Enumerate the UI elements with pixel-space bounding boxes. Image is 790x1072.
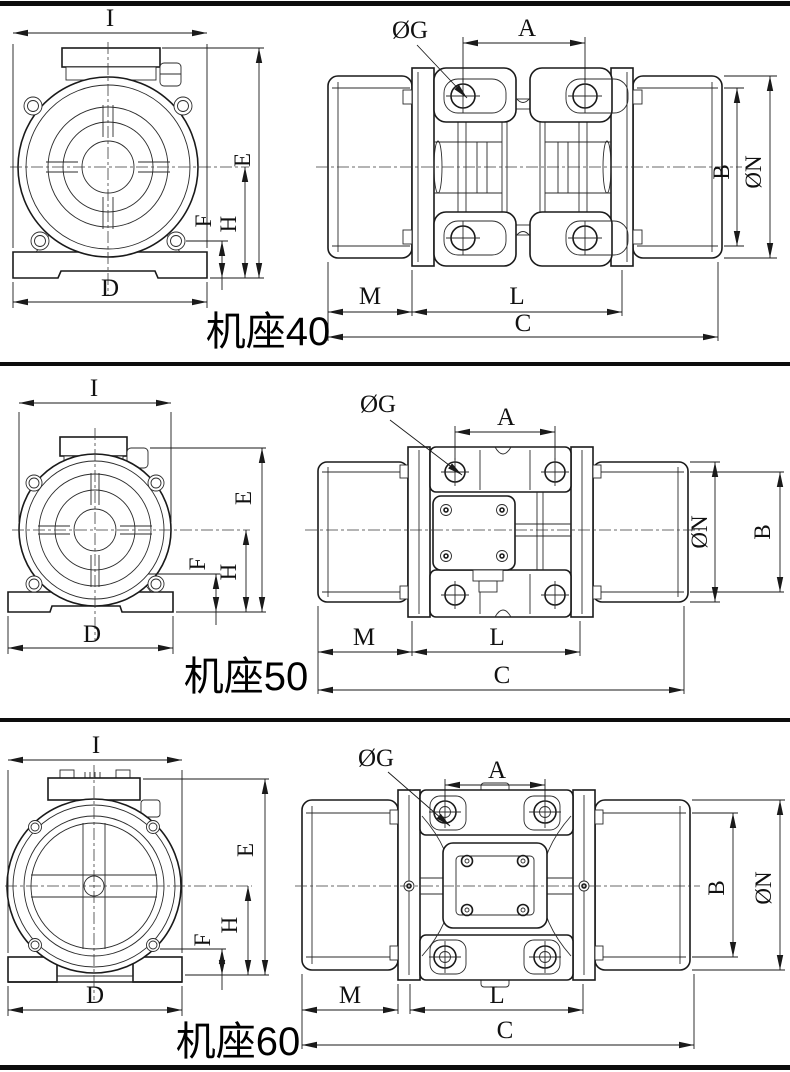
frame60-dim-M: M bbox=[339, 982, 361, 1009]
frame50-dim-N: ØN bbox=[687, 515, 712, 549]
frame60-dim-I: I bbox=[92, 732, 100, 759]
frame40-dim-H: H bbox=[216, 216, 241, 233]
frame50-dim-A: A bbox=[497, 404, 515, 431]
frame40-dim-N: ØN bbox=[741, 155, 766, 189]
frame40-top-dims: ØG A B ØN M L C bbox=[327, 15, 777, 341]
frame40-dim-M: M bbox=[359, 283, 381, 310]
frame60-dim-C: C bbox=[497, 1017, 514, 1044]
frame40-dim-F: F bbox=[191, 215, 216, 228]
frame60-dim-D: D bbox=[86, 982, 104, 1009]
frame60-front-dims: I D E H F bbox=[7, 732, 269, 1016]
frame60-dim-G: ØG bbox=[358, 745, 394, 772]
frame50-dim-E: E bbox=[231, 491, 256, 505]
frame50-top-view bbox=[305, 446, 700, 618]
top-rule bbox=[0, 1, 790, 6]
frame60-dim-F: F bbox=[190, 934, 215, 947]
frame50-spokes bbox=[38, 473, 152, 587]
section-frame50: I D E H F bbox=[7, 375, 784, 699]
frame40-front-dims: I D E H F bbox=[12, 5, 264, 308]
frame50-plate-bolts bbox=[440, 504, 508, 562]
frame60-dim-H: H bbox=[217, 917, 242, 934]
frame50-caption: 机座50 bbox=[184, 655, 309, 699]
section-frame40: I D E H F bbox=[10, 5, 777, 354]
frame50-top-dims: ØG A ØN B M L C bbox=[317, 391, 784, 694]
frame50-front-dims: I D E H F bbox=[7, 375, 266, 654]
frame50-dim-H: H bbox=[216, 564, 241, 581]
separator-rule-2 bbox=[0, 718, 790, 722]
frame50-dim-C: C bbox=[494, 662, 511, 689]
frame40-spokes bbox=[46, 105, 170, 229]
bottom-rule bbox=[0, 1065, 790, 1070]
frame60-front-view bbox=[5, 765, 252, 1000]
frame60-caption: 机座60 bbox=[176, 1020, 301, 1064]
frame50-dim-I: I bbox=[90, 375, 98, 402]
frame40-dim-B: B bbox=[709, 164, 734, 179]
frame40-dim-E: E bbox=[230, 153, 255, 167]
frame50-dim-L: L bbox=[489, 624, 504, 651]
frame40-dim-D: D bbox=[101, 275, 119, 302]
frame60-dim-B: B bbox=[704, 880, 729, 895]
frame40-flange-bolts bbox=[23, 96, 193, 251]
frame60-top-dims: ØG A B ØN M L C bbox=[301, 745, 785, 1049]
frame60-dim-E: E bbox=[233, 843, 258, 857]
frame40-front-view bbox=[10, 42, 249, 296]
frame40-dim-G: ØG bbox=[392, 17, 428, 44]
frame60-flange-bolts bbox=[28, 820, 160, 952]
frame50-dim-G: ØG bbox=[360, 391, 396, 418]
frame50-front-view bbox=[7, 428, 250, 640]
frame60-dim-N: ØN bbox=[751, 871, 776, 905]
frame40-caption: 机座40 bbox=[206, 310, 331, 354]
frame40-dim-A: A bbox=[518, 15, 536, 42]
frame60-dim-A: A bbox=[488, 757, 506, 784]
frame60-plate-bolts bbox=[460, 854, 530, 917]
frame40-dim-C: C bbox=[515, 310, 532, 337]
frame50-dim-D: D bbox=[83, 621, 101, 648]
section-frame60: I D E H F bbox=[5, 732, 785, 1064]
frame40-dim-I: I bbox=[106, 5, 114, 32]
frame60-top-view bbox=[295, 782, 700, 988]
frame40-top-view bbox=[316, 67, 742, 267]
frame40-dim-L: L bbox=[509, 283, 524, 310]
frame50-flange-bolts bbox=[25, 474, 165, 593]
separator-rule-1 bbox=[0, 362, 790, 366]
frame50-dim-M: M bbox=[353, 624, 375, 651]
frame50-dim-B: B bbox=[750, 524, 775, 539]
frame50-dim-F: F bbox=[185, 558, 210, 571]
frame60-dim-L: L bbox=[489, 982, 504, 1009]
frame50-mount-holes bbox=[441, 458, 569, 609]
